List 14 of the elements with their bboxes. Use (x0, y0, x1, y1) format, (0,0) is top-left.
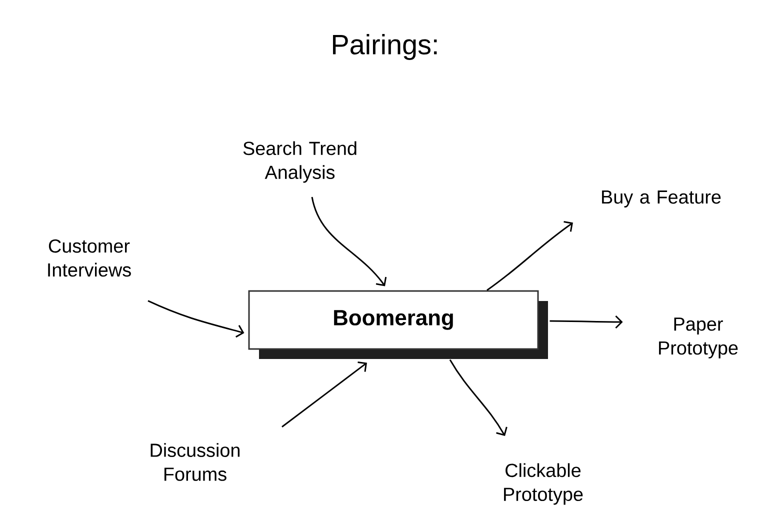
method-box: Boomerang (248, 290, 548, 359)
arrow (486, 221, 573, 291)
arrow (449, 359, 508, 436)
method-label: Clickable Prototype (504, 463, 583, 505)
arrow (311, 196, 387, 286)
method-label: Customer Interviews (48, 239, 131, 277)
title: Pairings: (333, 34, 437, 60)
method-label: Search Trend Analysis (243, 141, 356, 183)
arrow (550, 315, 623, 329)
method-label: Discussion Forums (150, 443, 240, 481)
method-label: Paper Prototype (659, 318, 738, 358)
method-label: Buy a Feature (602, 190, 721, 208)
arrow (148, 300, 244, 338)
arrow (282, 361, 367, 428)
